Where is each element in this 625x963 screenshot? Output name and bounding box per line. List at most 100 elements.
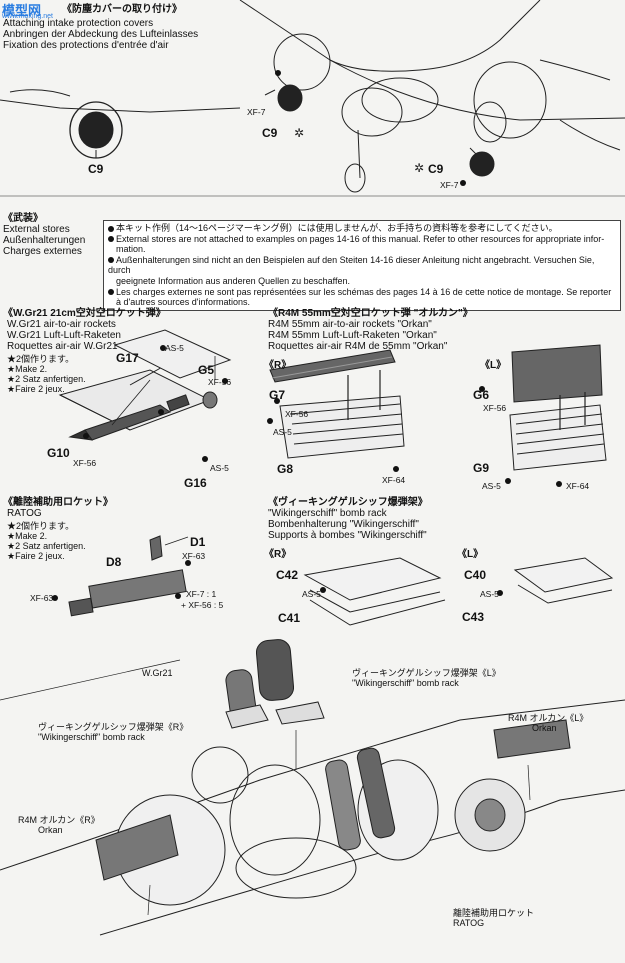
- wgr-title-jp: 《W.Gr21 21cm空対空ロケット弾》: [3, 308, 166, 319]
- notice-line: Les charges externes ne sont pas représe…: [108, 287, 616, 298]
- sec1-title-jp: 《防塵カバーの取り付け》: [62, 4, 182, 15]
- overview-label-wgr21: W.Gr21: [142, 668, 173, 678]
- ratog-make-en: ★Make 2.: [7, 531, 48, 541]
- wiking-title-jp: 《ヴィーキングゲルシッフ爆弾架》: [268, 497, 428, 508]
- paint-wiking-as5-b: AS-5: [480, 589, 499, 599]
- notice-line: Außenhalterungen sind nicht an den Beisp…: [108, 254, 595, 276]
- wing-outline-left: [0, 99, 241, 113]
- r4m-rockets-l-art: [509, 344, 607, 471]
- rocket-part-g5: [202, 391, 218, 409]
- wgr-title-fr: Roquettes air-air W.Gr21: [7, 341, 118, 352]
- paint-r4m-xf56-b: XF-56: [483, 403, 507, 413]
- overview-label-r4m-r-en: Orkan: [38, 825, 63, 835]
- wiking-left-label: 《L》: [457, 549, 484, 560]
- overview-r4m-r: [95, 814, 179, 881]
- paint-ratog-xf63-b: XF-63: [30, 593, 54, 603]
- wiking-title-en: "Wikingerschiff" bomb rack: [268, 508, 387, 519]
- wiking-title-de: Bombenhalterung "Wikingerschiff": [268, 519, 419, 530]
- fuselage-outline: [239, 0, 625, 121]
- sec2-title-de: Außenhalterungen: [3, 235, 86, 246]
- r4m-right-label: 《R》: [264, 360, 292, 371]
- paint-wiking-as5-a: AS-5: [302, 589, 321, 599]
- bomb-rack-l-art: [513, 557, 614, 604]
- label-c9-b: C9: [428, 162, 444, 176]
- overview-label-wiking-r-en: "Wikingerschiff" bomb rack: [38, 732, 145, 742]
- intake-cover-c9-left: [78, 111, 114, 149]
- paint-r4m-xf64-b: XF-64: [566, 481, 590, 491]
- label-c9-a: C9: [262, 126, 278, 140]
- label-xf7-b: XF-7: [440, 180, 459, 190]
- external-stores-notice: 本キット作例（14〜16ページマーキング例）には使用しませんが、お手持ちの資料等…: [103, 220, 621, 311]
- intake-cover-c9-a: [277, 84, 303, 112]
- overview-r4m-l: [493, 719, 571, 759]
- overview-label-wiking-l-jp: ヴィーキングゲルシッフ爆弾架《L》: [352, 668, 501, 678]
- wgr-title-en: W.Gr21 air-to-air rockets: [7, 319, 116, 330]
- part-d1: D1: [190, 535, 206, 549]
- ratog-make-de: ★2 Satz anfertigen.: [7, 541, 86, 551]
- overview-ratog-2: [356, 747, 396, 839]
- notice-line: geeignete Information aus anderen Quelle…: [116, 275, 350, 286]
- sec1-title-en: Attaching intake protection covers: [3, 18, 154, 29]
- paint-r4m-xf56-a: XF-56: [285, 409, 309, 419]
- landing-gear-wheel: [344, 163, 366, 193]
- ratog-title-jp: 《離陸補助用ロケット》: [3, 497, 113, 508]
- overview-label-ratog-en: RATOG: [453, 918, 485, 928]
- aircraft-overview-art: [0, 639, 625, 936]
- sec2-title-en: External stores: [3, 224, 70, 235]
- r4m-title-fr: Roquettes air-air R4M de 55mm "Orkan": [268, 341, 448, 352]
- rocket-rail-g17: [113, 329, 232, 379]
- part-d8: D8: [106, 555, 122, 569]
- sec2-title-jp: 《武装》: [3, 213, 43, 224]
- overview-label-r4m-l-en: Orkan: [532, 723, 557, 733]
- overview-label-wiking-r-jp: ヴィーキングゲルシッフ爆弾架《R》: [38, 722, 189, 732]
- paint-as5-b: AS-5: [210, 463, 229, 473]
- part-g7: G7: [269, 388, 286, 402]
- site-url: www.moxing.net: [2, 13, 53, 20]
- ratog-art: [68, 535, 189, 617]
- svg-text:✲: ✲: [294, 126, 304, 140]
- site-logo: 模型网: [2, 3, 42, 18]
- ratog-make-jp: ★2個作ります。: [7, 521, 75, 531]
- part-g5: G5: [198, 363, 215, 377]
- overview-ratog-1: [325, 759, 361, 851]
- paint-r4m-as5-b: AS-5: [482, 481, 501, 491]
- svg-text:✲: ✲: [414, 161, 424, 175]
- paint-xf56-b: XF-56: [73, 458, 97, 468]
- paint-ratog-xf63-a: XF-63: [182, 551, 206, 561]
- part-g6: G6: [473, 388, 490, 402]
- wiking-right-label: 《R》: [264, 549, 292, 560]
- paint-r4m-xf64-a: XF-64: [382, 475, 406, 485]
- sec1-title-de: Anbringen der Abdeckung des Lufteinlasse…: [3, 29, 199, 40]
- part-c43: C43: [462, 610, 485, 624]
- paint-ratog-mix-2: + XF-56 : 5: [181, 600, 224, 610]
- part-g9: G9: [473, 461, 490, 475]
- label-xf7-a: XF-7: [247, 107, 266, 117]
- sec2-title-fr: Charges externes: [3, 246, 82, 257]
- part-c40: C40: [464, 568, 487, 582]
- notice-line: External stores are not attached to exam…: [108, 234, 616, 245]
- part-c41: C41: [278, 611, 301, 625]
- overview-label-r4m-l-jp: R4M オルカン《L》: [508, 713, 589, 723]
- bomb-rack-r-art: [303, 557, 446, 626]
- part-g17: G17: [116, 351, 139, 365]
- wiking-title-fr: Supports à bombes "Wikingerschiff": [268, 530, 427, 541]
- notice-line: 本キット作例（14〜16ページマーキング例）には使用しませんが、お手持ちの資料等…: [108, 223, 616, 234]
- wgr-title-de: W.Gr21 Luft-Luft-Raketen: [7, 330, 121, 341]
- paint-ratog-mix-1: XF-7 : 1: [186, 589, 217, 599]
- nacelle-front-left: [273, 33, 331, 91]
- nacelle-front-right: [473, 61, 547, 139]
- overview-label-r4m-r-jp: R4M オルカン《R》: [18, 815, 100, 825]
- wgr-make-jp: ★2個作ります。: [7, 354, 75, 364]
- paint-r4m-as5-a: AS-5: [273, 427, 292, 437]
- overview-label-ratog-jp: 離陸補助用ロケット: [453, 908, 535, 918]
- wgr-make-en: ★Make 2.: [7, 364, 48, 374]
- sec1-title-fr: Fixation des protections d'entrée d'air: [3, 40, 169, 51]
- label-c9-left: C9: [88, 162, 104, 176]
- overview-label-wiking-l-en: "Wikingerschiff" bomb rack: [352, 678, 459, 688]
- notice-line: à d'autres sources d'informations.: [116, 297, 251, 308]
- ratog-make-fr: ★Faire 2 jeux.: [7, 551, 65, 561]
- overview-wgr21-right: [255, 639, 295, 701]
- r4m-left-label: 《L》: [480, 360, 507, 371]
